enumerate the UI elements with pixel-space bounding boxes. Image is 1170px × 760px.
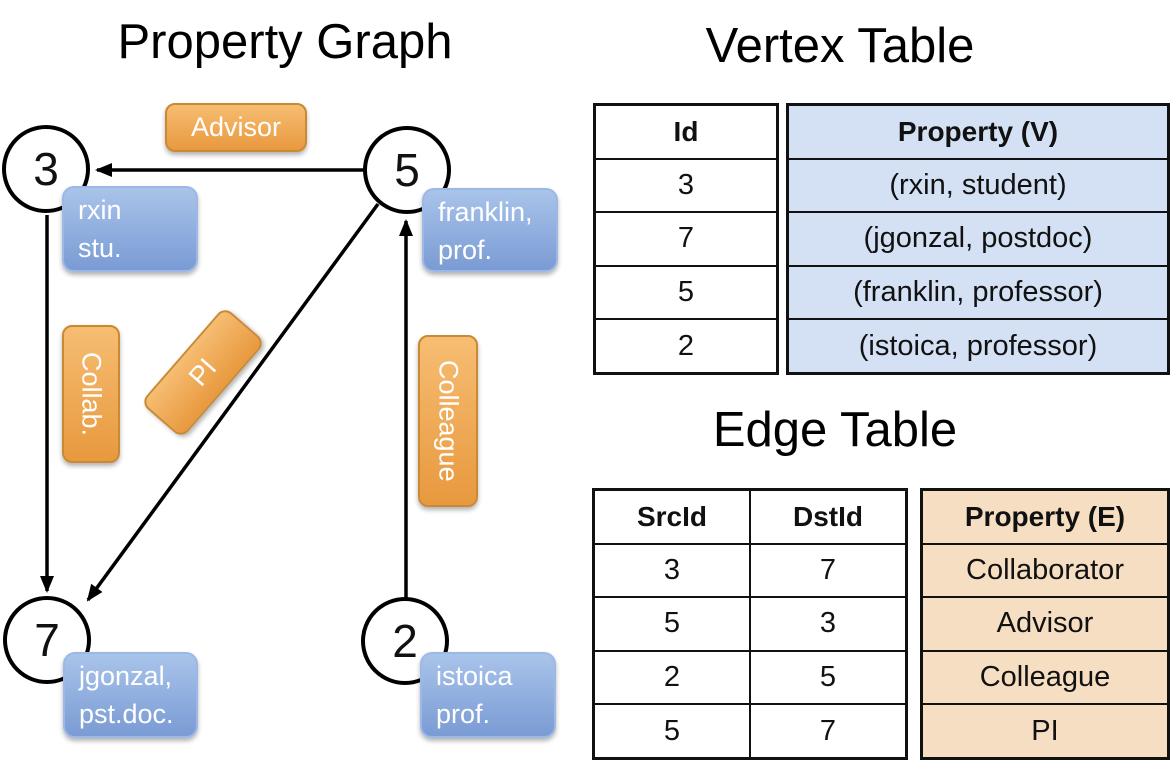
vertex-label-rxin: rxin stu. [62, 186, 198, 272]
table-cell: (franklin, professor) [789, 266, 1167, 319]
table-cell: 7 [749, 705, 905, 757]
property-graph-title: Property Graph [117, 15, 453, 69]
table-cell: Colleague [923, 651, 1167, 704]
node-id: 5 [394, 144, 420, 196]
table-cell: 2 [677, 329, 695, 362]
graph-edges [40, 163, 413, 602]
vertex-node-2: 2 [361, 597, 449, 685]
table-cell: 7 [749, 544, 905, 597]
table-cell: (rxin, student) [789, 159, 1167, 212]
table-cell: Collaborator [923, 544, 1167, 597]
table-cell: 5 [749, 651, 905, 704]
edge-label-collab: Collab. [62, 325, 120, 463]
edge-pi-5-to-7 [86, 202, 380, 602]
column-header-property-e: Property (E) [923, 491, 1167, 543]
table-cell: Advisor [923, 598, 1167, 650]
column-header-dstid: DstId [749, 491, 905, 543]
column-header-srcid: SrcId [636, 500, 708, 532]
edge-table-title: Edge Table [712, 403, 958, 457]
table-cell: 3 [663, 553, 681, 586]
table-cell: 5 [677, 276, 695, 309]
vertex-table-title: Vertex Table [705, 19, 975, 73]
edge-label-advisor: Advisor [165, 103, 307, 152]
vertex-label-istoica: istoica prof. [420, 652, 556, 738]
vertex-table-property-column: Property (V) (rxin, student) (jgonzal, p… [786, 103, 1170, 375]
vertex-node-5: 5 [363, 126, 451, 214]
table-cell: 5 [663, 714, 681, 747]
edge-label-colleague: Colleague [418, 335, 478, 507]
vertex-table-id-column: Id 3 7 5 2 [593, 103, 779, 375]
node-id: 7 [34, 614, 60, 666]
table-cell: (istoica, professor) [789, 320, 1167, 372]
table-cell: 3 [677, 168, 695, 201]
table-cell: 3 [749, 598, 905, 650]
vertex-label-franklin: franklin, prof. [422, 188, 558, 272]
table-cell: 2 [663, 661, 681, 694]
column-header-property-v: Property (V) [789, 106, 1167, 158]
table-cell: PI [923, 705, 1167, 757]
table-cell: (jgonzal, postdoc) [789, 213, 1167, 265]
node-id: 2 [392, 615, 418, 667]
edge-table-srcdst-columns: SrcId DstId 3 7 5 3 2 5 5 7 [592, 488, 908, 760]
column-header-id: Id [673, 115, 699, 147]
vertex-label-jgonzal: jgonzal, pst.doc. [63, 652, 198, 738]
edge-table-property-column: Property (E) Collaborator Advisor Collea… [920, 488, 1170, 760]
table-cell: 5 [663, 607, 681, 640]
table-cell: 7 [677, 222, 695, 255]
node-id: 3 [33, 143, 59, 195]
